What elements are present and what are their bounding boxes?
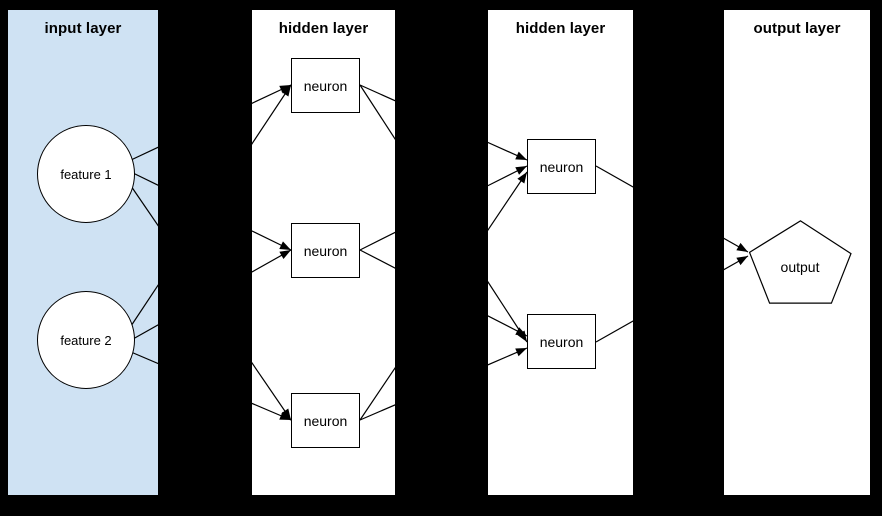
arrowhead-hidden1-neuron-1-to-hidden2-neuron-1 bbox=[515, 151, 527, 160]
edge-hidden2-neuron-2-to-output-node bbox=[724, 255, 749, 271]
edge-canvas-hidden-2 bbox=[488, 141, 633, 366]
edge-hidden1-neuron-2-to-hidden2-neuron-2 bbox=[488, 315, 528, 337]
edge-hidden1-neuron-3-to-hidden2-neuron-2 bbox=[359, 404, 395, 421]
node-hidden1-neuron-2[interactable]: neuron bbox=[291, 223, 360, 278]
layer-title-input: input layer bbox=[44, 20, 122, 37]
layer-title-hidden-2: hidden layer bbox=[515, 20, 606, 37]
node-hidden2-neuron-2[interactable]: neuron bbox=[527, 314, 596, 369]
edge-hidden1-neuron-3-to-hidden2-neuron-2 bbox=[488, 347, 528, 366]
layer-panel-input: input layer feature 1 feature 2 bbox=[8, 10, 158, 495]
edge-hidden1-neuron-3-to-hidden2-neuron-1 bbox=[359, 366, 395, 421]
node-label-hidden1-neuron-2: neuron bbox=[303, 242, 348, 259]
edge-hidden1-neuron-3-to-hidden2-neuron-1 bbox=[488, 171, 528, 231]
edge-hidden1-neuron-2-to-hidden2-neuron-1 bbox=[488, 165, 528, 187]
layer-title-output: output layer bbox=[753, 20, 841, 37]
edge-feature-2-to-hidden1-neuron-1 bbox=[130, 284, 158, 327]
node-label-feature-1: feature 1 bbox=[60, 166, 112, 182]
arrowhead-hidden1-neuron-1-to-hidden2-neuron-2 bbox=[517, 330, 527, 342]
arrowhead-hidden1-neuron-3-to-hidden2-neuron-1 bbox=[517, 172, 527, 184]
node-hidden1-neuron-3[interactable]: neuron bbox=[291, 393, 360, 448]
edge-hidden2-neuron-2-to-output-node bbox=[595, 320, 633, 343]
edge-feature-1-to-hidden1-neuron-2 bbox=[132, 172, 158, 186]
arrowhead-feature-2-to-hidden1-neuron-1 bbox=[281, 85, 291, 97]
edge-feature-2-to-hidden1-neuron-3 bbox=[252, 402, 292, 421]
arrowhead-hidden1-neuron-3-to-hidden2-neuron-2 bbox=[515, 348, 527, 357]
node-output-node[interactable]: output bbox=[748, 220, 852, 304]
node-label-hidden2-neuron-2: neuron bbox=[539, 333, 584, 350]
edge-hidden2-neuron-1-to-output-node bbox=[595, 165, 633, 188]
node-hidden2-neuron-1[interactable]: neuron bbox=[527, 139, 596, 194]
arrowhead-hidden2-neuron-2-to-output-node bbox=[736, 256, 748, 266]
node-label-hidden1-neuron-3: neuron bbox=[303, 412, 348, 429]
edge-feature-1-to-hidden1-neuron-2 bbox=[252, 230, 292, 251]
edge-feature-2-to-hidden1-neuron-1 bbox=[252, 84, 292, 145]
layer-panel-hidden-1: hidden layer neuron neuron neuron bbox=[252, 10, 395, 495]
layer-panel-hidden-2: hidden layer neuron neuron bbox=[488, 10, 633, 495]
edge-hidden2-neuron-1-to-output-node bbox=[724, 237, 749, 253]
arrowhead-feature-1-to-hidden1-neuron-3 bbox=[281, 408, 291, 420]
node-hidden1-neuron-1[interactable]: neuron bbox=[291, 58, 360, 113]
edge-hidden1-neuron-1-to-hidden2-neuron-1 bbox=[488, 141, 528, 161]
edge-feature-2-to-hidden1-neuron-2 bbox=[132, 324, 158, 340]
edge-hidden1-neuron-2-to-hidden2-neuron-1 bbox=[359, 231, 395, 251]
edge-canvas-input bbox=[130, 146, 158, 365]
edge-hidden1-neuron-1-to-hidden2-neuron-1 bbox=[359, 84, 395, 102]
arrowhead-hidden1-neuron-2-to-hidden2-neuron-1 bbox=[515, 166, 527, 175]
edge-feature-2-to-hidden1-neuron-3 bbox=[130, 351, 158, 365]
arrowhead-feature-2-to-hidden1-neuron-3 bbox=[279, 411, 291, 420]
node-label-output-node: output bbox=[780, 258, 820, 275]
edge-hidden1-neuron-2-to-hidden2-neuron-2 bbox=[359, 249, 395, 269]
edge-feature-1-to-hidden1-neuron-1 bbox=[252, 84, 292, 104]
edge-hidden1-neuron-1-to-hidden2-neuron-2 bbox=[488, 280, 528, 343]
edge-hidden1-neuron-1-to-hidden2-neuron-2 bbox=[359, 84, 395, 140]
arrowhead-feature-1-to-hidden1-neuron-2 bbox=[279, 241, 291, 250]
layer-panel-output: output layer output bbox=[724, 10, 870, 495]
arrowhead-hidden2-neuron-1-to-output-node bbox=[736, 242, 748, 252]
arrowhead-feature-2-to-hidden1-neuron-2 bbox=[279, 250, 291, 260]
arrowhead-feature-1-to-hidden1-neuron-1 bbox=[279, 85, 291, 94]
edge-feature-1-to-hidden1-neuron-3 bbox=[252, 361, 292, 421]
node-label-hidden1-neuron-1: neuron bbox=[303, 77, 348, 94]
node-label-hidden2-neuron-1: neuron bbox=[539, 158, 584, 175]
node-feature-2[interactable]: feature 2 bbox=[37, 291, 135, 389]
layer-title-hidden-1: hidden layer bbox=[278, 20, 369, 37]
edge-feature-1-to-hidden1-neuron-3 bbox=[130, 185, 158, 227]
edge-feature-2-to-hidden1-neuron-2 bbox=[252, 249, 292, 273]
node-label-feature-2: feature 2 bbox=[60, 332, 112, 348]
edge-feature-1-to-hidden1-neuron-1 bbox=[130, 146, 158, 161]
arrowhead-hidden1-neuron-2-to-hidden2-neuron-2 bbox=[515, 327, 527, 336]
node-feature-1[interactable]: feature 1 bbox=[37, 125, 135, 223]
pentagon-shape bbox=[748, 220, 852, 304]
